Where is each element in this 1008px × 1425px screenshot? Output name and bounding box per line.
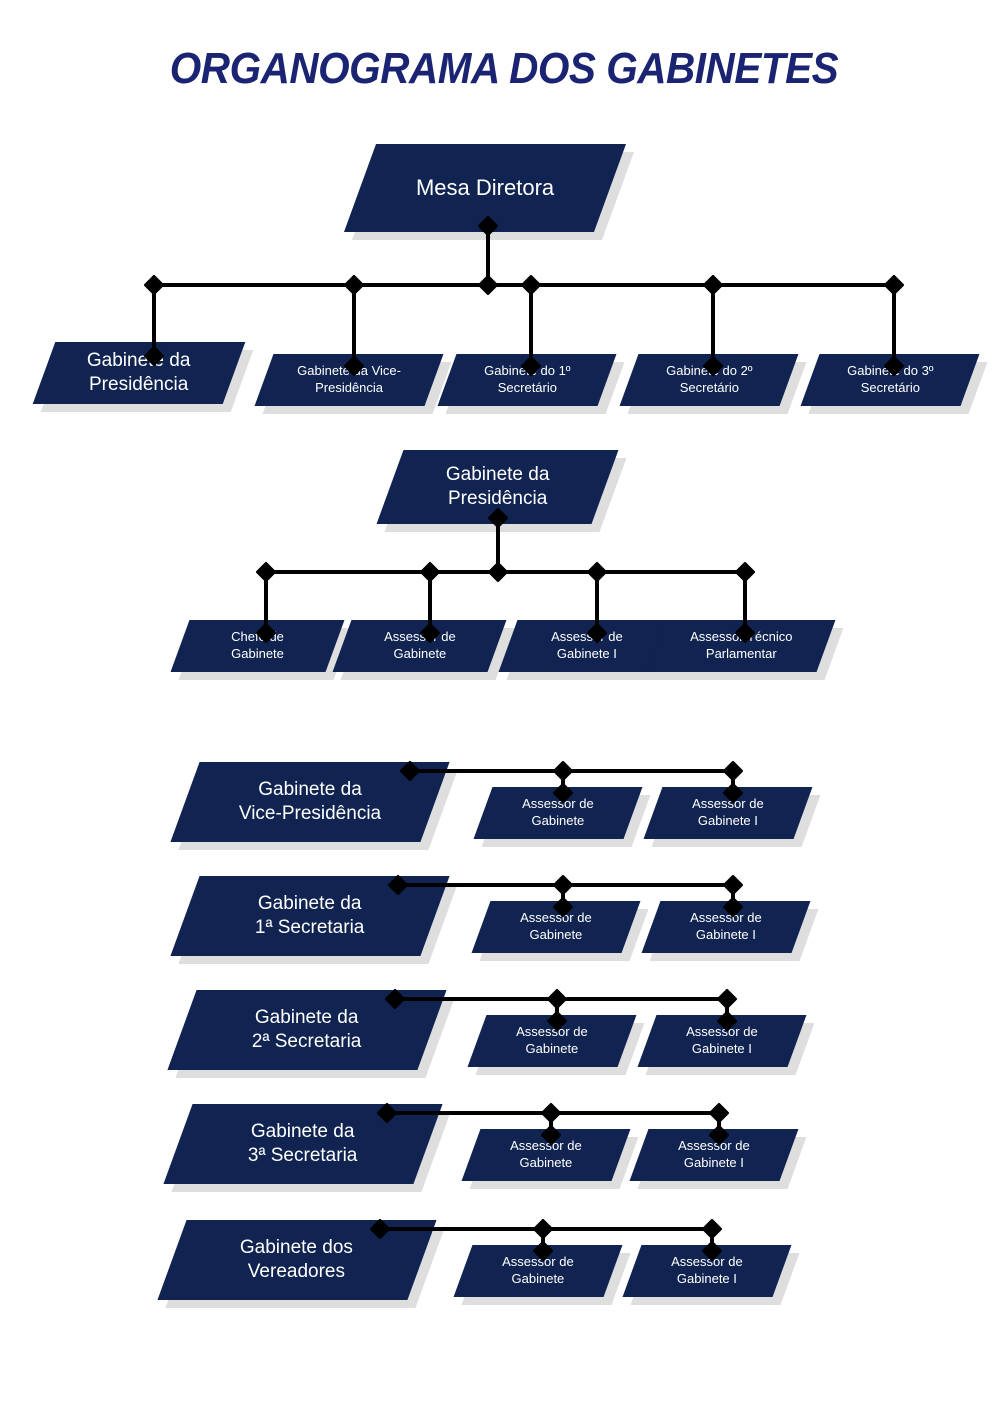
node-label-line2: Presidência [447,488,548,509]
connector-node [540,1102,562,1124]
connector-node [552,760,574,782]
node-label-line1: Gabinete dos [240,1236,354,1258]
node-label: Assessor de Gabinete [522,796,594,829]
connector-drop [711,285,715,367]
node-label: Assessor de Gabinete I [690,910,762,943]
connector-drop [428,572,432,634]
node-label: Assessor de Gabinete [384,629,456,662]
node-label-line1: Gabinete da [87,349,191,371]
connector-drop [595,572,599,634]
connector-drop [892,285,896,367]
connector-drop [352,285,356,367]
node-label: Mesa Diretora [415,174,555,200]
connector-node [716,988,738,1010]
connector-drop [529,285,533,367]
node-label: Assessor de Gabinete [520,910,592,943]
connector-node [546,988,568,1010]
connector-node [419,561,441,583]
node-label-line2: Gabinete [531,813,585,828]
node-label-line1: Gabinete da [258,892,362,914]
connector-node [722,760,744,782]
node-label-line1: Gabinete da [251,1120,355,1142]
node-label-line1: Gabinete da [445,463,550,485]
node-label-line2: Gabinete I [676,1271,737,1286]
connector-node [552,874,574,896]
node-chefe-de-gabinete[interactable]: Chefe de Gabinete [170,620,345,672]
node-label-line2: 2ª Secretaria [252,1031,362,1052]
connector-node [343,274,365,296]
node-label-line2: Gabinete [525,1041,579,1056]
connector-node [586,561,608,583]
node-label-line2: Gabinete I [556,646,617,661]
connector-node [883,274,905,296]
node-label: Assessor de Gabinete [510,1138,582,1171]
connector-node [734,561,756,583]
node-label: Gabinete da 3ª Secretaria [248,1120,357,1169]
node-label: Assessor de Gabinete I [671,1254,743,1287]
node-label: Gabinete da Presidência [446,463,550,512]
node-label-line2: Gabinete I [691,1041,752,1056]
node-gabinete-presidencia[interactable]: Gabinete da Presidência [32,342,246,404]
connector-node [701,1218,723,1240]
node-label-line1: Gabinete da [255,1006,359,1028]
node-label: Assessor de Gabinete I [686,1024,758,1057]
node-row-root-gabinete-vereadores[interactable]: Gabinete dos Vereadores [157,1220,437,1300]
node-label-line1: Assessor de [690,910,762,926]
node-label: Gabinete da Vice-Presidência [239,778,381,827]
connector-node [532,1218,554,1240]
connector-node [702,274,724,296]
node-label-line2: Secretário [860,380,920,395]
connector-drop [152,285,156,357]
connector-drop [264,572,268,634]
node-label-line1: Gabinete da [258,778,362,800]
node-label-line2: Vice-Presidência [238,803,382,824]
node-label: Assessor de Gabinete [516,1024,588,1057]
node-label-line2: Secretário [497,380,557,395]
node-label-line2: Gabinete I [695,927,756,942]
node-label-line2: Parlamentar [705,646,777,661]
connector-node [487,561,509,583]
node-row-root-gabinete-2a-secretaria[interactable]: Gabinete da 2ª Secretaria [167,990,447,1070]
page-title: ORGANOGRAMA DOS GABINETES [169,44,839,93]
node-label-line2: Presidência [315,380,383,395]
node-label-line1: Assessor de [520,910,592,926]
connector-node [477,274,499,296]
node-label-line2: Gabinete [529,927,583,942]
node-label-line2: Gabinete [511,1271,565,1286]
connector-trunk [486,224,490,286]
node-row-root-gabinete-3a-secretaria[interactable]: Gabinete da 3ª Secretaria [163,1104,443,1184]
node-label: Gabinete da 2ª Secretaria [252,1006,361,1055]
node-label: Gabinete dos Vereadores [240,1236,353,1285]
node-label-line2: Secretário [679,380,739,395]
node-assessor-de-gabinete[interactable]: Assessor de Gabinete [332,620,507,672]
node-label: Assessor de Gabinete I [678,1138,750,1171]
node-label-line2: Presidência [89,374,189,395]
node-label-line2: Vereadores [248,1261,346,1282]
node-label: Assessor de Gabinete I [692,796,764,829]
connector-node [255,561,277,583]
node-label: Assessor de Gabinete [502,1254,574,1287]
connector-node [520,274,542,296]
node-label-line2: Gabinete [231,646,284,661]
node-row-root-gabinete-1a-secretaria[interactable]: Gabinete da 1ª Secretaria [170,876,450,956]
connector-node [708,1102,730,1124]
connector-drop [743,572,747,634]
node-label-line2: Gabinete I [683,1155,744,1170]
node-label: Gabinete da Presidência [87,349,191,398]
node-label-line2: Gabinete [393,646,446,661]
connector-trunk [496,516,500,574]
node-label-line2: Gabinete [519,1155,573,1170]
node-label-line2: 3ª Secretaria [248,1145,358,1166]
connector-node [143,274,165,296]
node-label-line2: 1ª Secretaria [255,917,365,938]
connector-node [722,874,744,896]
node-label-line2: Gabinete I [697,813,758,828]
node-label: Gabinete da 1ª Secretaria [255,892,364,941]
